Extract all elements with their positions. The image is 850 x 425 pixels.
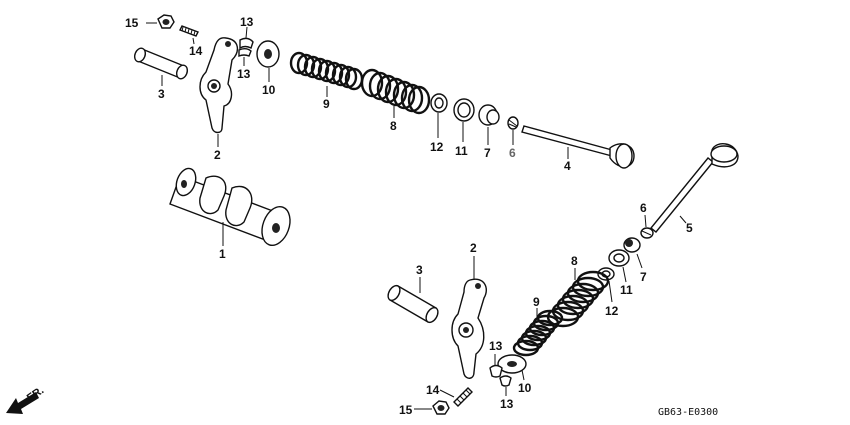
callout-15-top: 15 (125, 16, 139, 30)
callout-14-top: 14 (189, 44, 203, 58)
tappet-cap-part-top-b (238, 48, 252, 58)
callout-10-bottom: 10 (518, 381, 532, 395)
callout-14-bottom: 14 (426, 383, 440, 397)
spring-retainer-part-top (453, 98, 475, 122)
adjusting-screw-part-top (179, 25, 199, 37)
callout-10-top: 10 (262, 83, 276, 97)
callout-6-top: 6 (509, 146, 516, 160)
valve-seal-part-top (478, 104, 500, 126)
inner-spring-part-bottom (512, 309, 564, 357)
rocker-shaft-part-bottom (387, 284, 439, 324)
callout-9-bottom: 9 (533, 295, 540, 309)
callout-4-top: 4 (564, 159, 571, 173)
outer-spring-part-top (360, 68, 431, 115)
spring-seat-part-top (256, 40, 280, 68)
callout-2-bottom: 2 (470, 241, 477, 255)
tappet-cap-part-bottom-b (499, 375, 512, 387)
rocker-arm-part-top (199, 37, 239, 134)
callout-13-top-a: 13 (240, 15, 254, 29)
valve-part-top (521, 125, 635, 169)
callout-12-bottom: 12 (605, 304, 619, 318)
adjusting-screw-part-bottom (453, 387, 473, 407)
rocker-shaft-part-top (133, 47, 189, 80)
callout-1: 1 (219, 247, 226, 261)
valve-cotter-part-bottom (640, 227, 654, 239)
valve-part-bottom (650, 143, 739, 233)
front-direction-arrow-icon (6, 392, 39, 414)
callout-15-bottom: 15 (399, 403, 413, 417)
camshaft-part (169, 167, 291, 247)
callout-2-top: 2 (214, 148, 221, 162)
nut-part-top (157, 14, 175, 29)
callout-13-bottom-a: 13 (489, 339, 503, 353)
callout-7-top: 7 (484, 146, 491, 160)
callout-13-top-b: 13 (237, 67, 251, 81)
nut-part-bottom (432, 400, 450, 415)
diagram-code: GB63-E0300 (658, 407, 718, 418)
callout-13-bottom-b: 13 (500, 397, 514, 411)
callout-8-bottom: 8 (571, 254, 578, 268)
valve-seal-part-bottom (623, 237, 641, 253)
spring-seat-part-bottom (497, 354, 527, 374)
callout-3-top: 3 (158, 87, 165, 101)
callout-8-top: 8 (390, 119, 397, 133)
callout-9-top: 9 (323, 97, 330, 111)
callout-5-bottom: 5 (686, 221, 693, 235)
callout-11-bottom: 11 (620, 283, 633, 297)
callout-3-bottom: 3 (416, 263, 423, 277)
tappet-cap-part-bottom-a (489, 364, 503, 378)
callout-6-bottom: 6 (640, 201, 647, 215)
tappet-cap-part-top-a (239, 37, 254, 50)
outer-spring-part-bottom (546, 270, 610, 328)
callout-11-top: 11 (455, 144, 468, 158)
callout-7-bottom: 7 (640, 270, 647, 284)
valve-cotter-part-top (507, 116, 519, 130)
callout-12-top: 12 (430, 140, 444, 154)
inner-spring-part-top (289, 51, 364, 91)
rocker-arm-part-bottom (451, 278, 488, 379)
spring-washer-part-top (430, 93, 448, 113)
spring-retainer-part-bottom (608, 249, 630, 267)
